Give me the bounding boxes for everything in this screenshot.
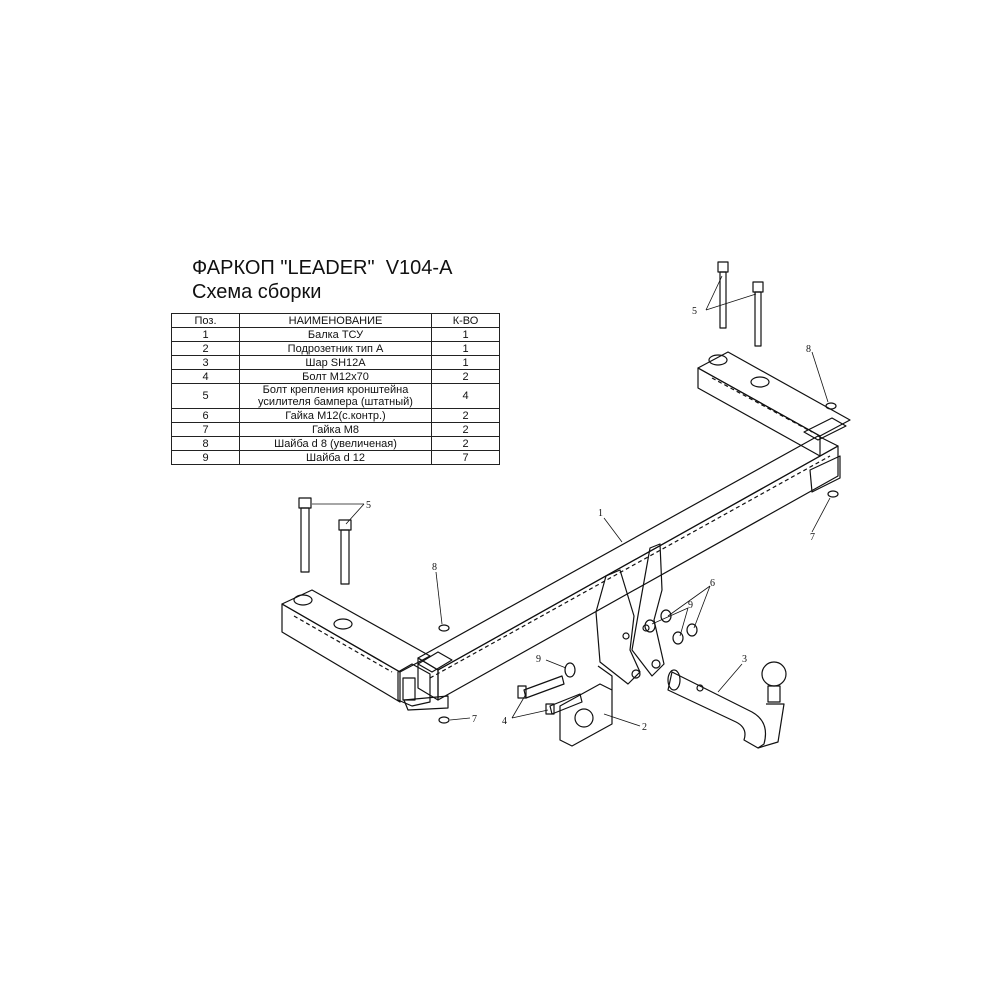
callout-8-right: 8 [806,344,811,355]
callout-9-left: 9 [536,654,541,665]
cell-name: Гайка M12(с.контр.) [239,408,432,423]
callout-4: 4 [502,716,507,727]
mount-plates [595,543,665,685]
bolts-upper-right [717,261,764,347]
callout-1: 1 [598,508,603,519]
callout-5-right: 5 [692,306,697,317]
cell-qty: 4 [431,383,500,409]
diagram-subtitle: Схема сборки [192,281,322,303]
tow-beam [281,351,851,711]
callout-6: 6 [710,578,715,589]
diagram-title-block: ФАРКОП "LEADER" V104-A Схема сборки [192,256,452,304]
callout-3: 3 [742,654,747,665]
callout-2: 2 [642,722,647,733]
tow-ball-arm [667,661,787,749]
cell-name: Болт крепления кронштейна усилителя бамп… [239,383,432,409]
callout-7-left: 7 [472,714,477,725]
parts-table-header: Поз. НАИМЕНОВАНИЕ К-ВО [171,313,500,328]
bolts-m12 [517,675,583,715]
diagram-title: ФАРКОП "LEADER" V104-A [192,257,453,279]
nuts-washers [438,402,839,724]
callout-5-left: 5 [366,500,371,511]
callout-7-right: 7 [810,532,815,543]
leader-lines [312,275,831,727]
cell-name: Шайба d 12 [239,450,432,465]
bolts-upper-left [298,497,352,585]
cell-pos: 9 [171,450,240,465]
column-header-pos: Поз. [171,313,240,328]
socket-plate [559,665,613,747]
cell-qty: 7 [431,450,500,465]
cell-name: Шар SH12A [239,355,432,370]
callout-9-right: 9 [688,600,693,611]
cell-pos: 5 [171,383,240,409]
callout-8-left: 8 [432,562,437,573]
